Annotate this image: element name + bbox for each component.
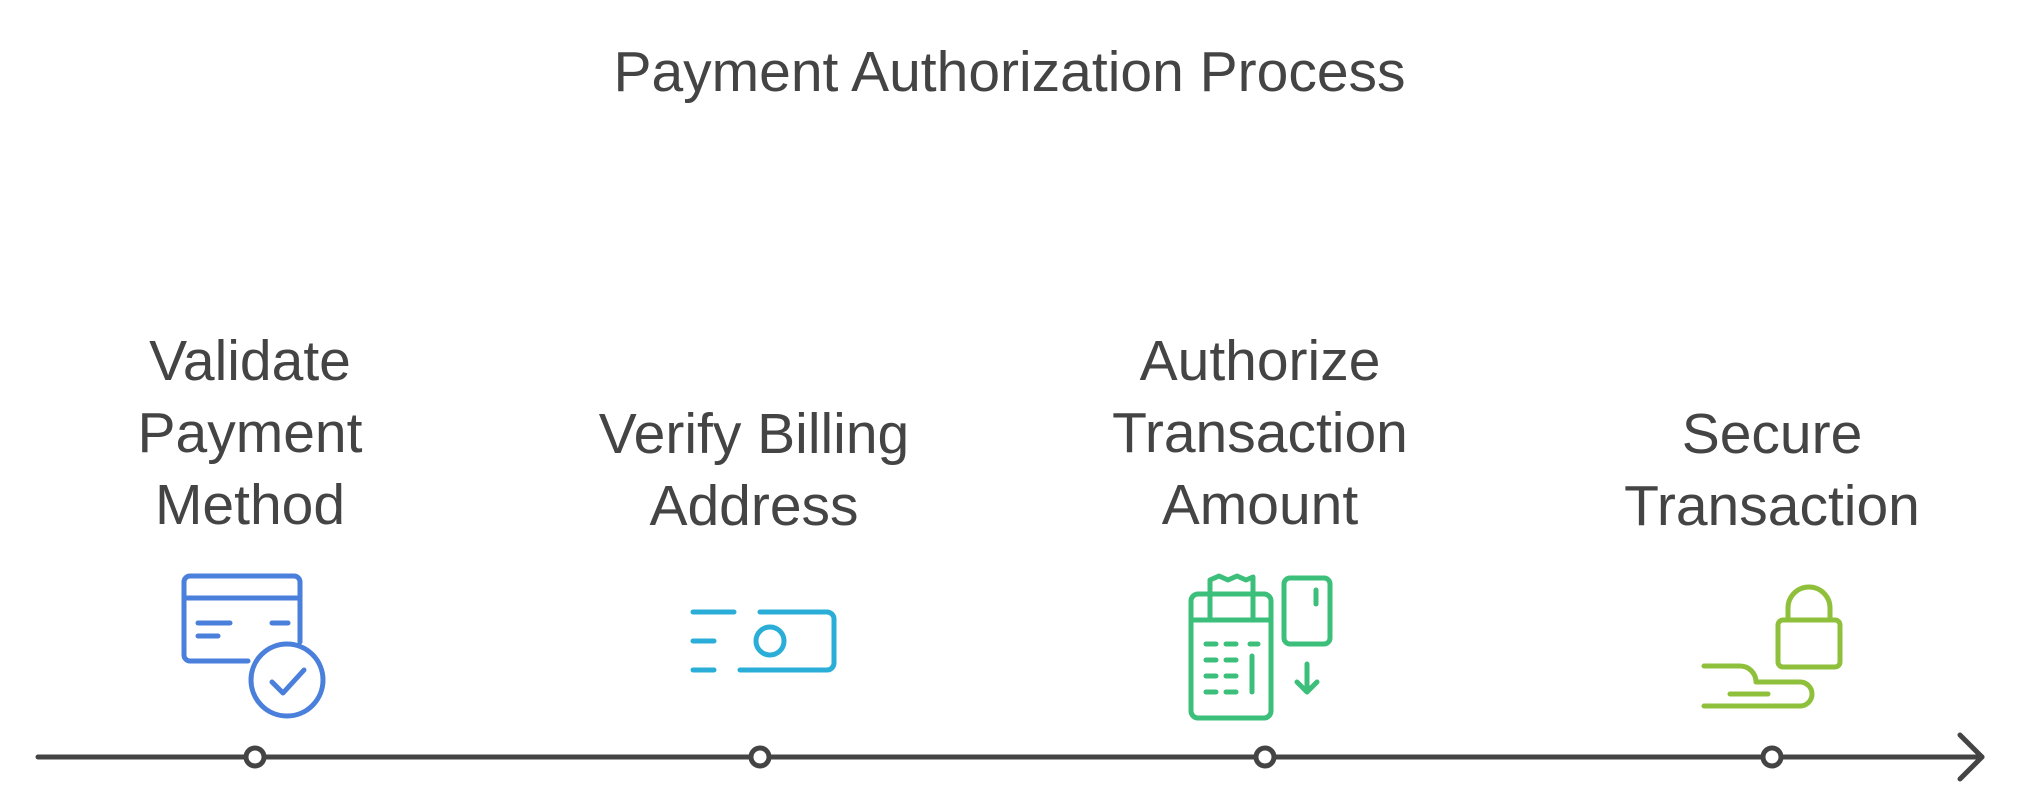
step-label-secure-transaction: Secure Transaction (1624, 402, 1920, 538)
timeline-marker-2 (748, 745, 772, 769)
step-label-validate-payment-method: Validate Payment Method (137, 329, 363, 537)
timeline-arrowhead (1957, 732, 1985, 782)
timeline-marker-4 (1760, 745, 1784, 769)
step-label-verify-billing-address: Verify Billing Address (598, 402, 910, 538)
timeline-marker-3 (1253, 745, 1277, 769)
hand-lock-icon (1701, 584, 1843, 709)
diagram-title: Payment Authorization Process (613, 40, 1406, 104)
card-check-icon (181, 573, 326, 719)
cash-speed-icon (690, 609, 837, 673)
step-label-authorize-transaction-amount: Authorize Transaction Amount (1112, 329, 1408, 537)
timeline-marker-1 (243, 745, 267, 769)
pos-terminal-icon (1188, 573, 1333, 721)
